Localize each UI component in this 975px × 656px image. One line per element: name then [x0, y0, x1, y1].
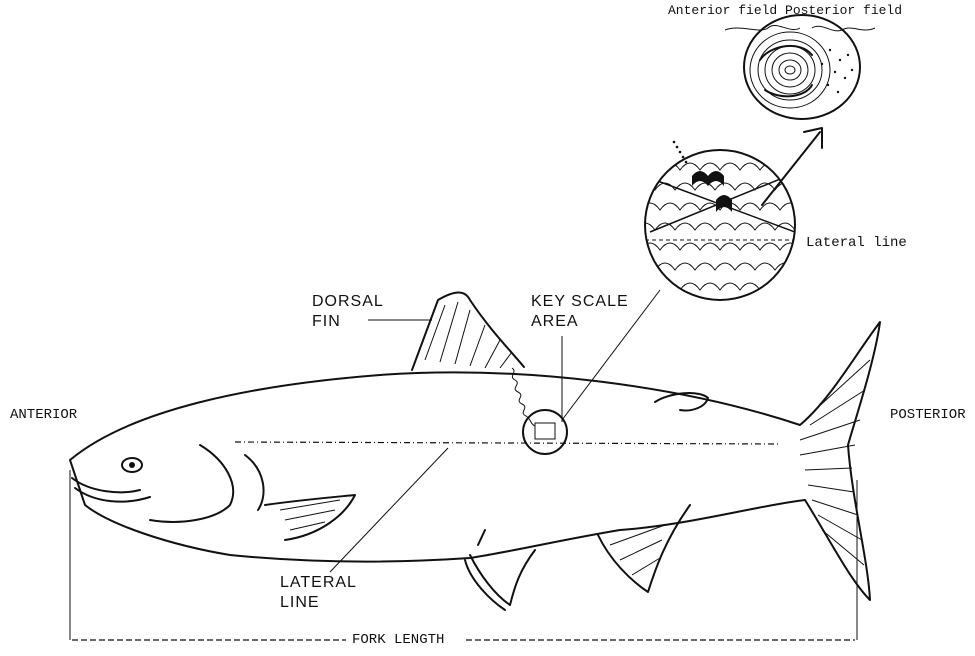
arrow-icon: [762, 128, 822, 205]
dorsal-fin-label-1: DORSAL: [312, 294, 384, 310]
lateral-line-label-1: LATERAL: [280, 575, 357, 591]
pelvic-fin-icon: [470, 550, 535, 605]
fork-length-bracket: [70, 470, 857, 640]
anterior-label: ANTERIOR: [10, 408, 77, 422]
lateral-line: [235, 442, 780, 444]
lateral-line-label-2: LINE: [280, 595, 320, 611]
gill-line: [245, 455, 264, 510]
adipose-fin: [655, 393, 708, 410]
posterior-label: POSTERIOR: [890, 408, 966, 422]
scale-field-header: Anterior field Posterior field: [668, 4, 902, 17]
key-scale-label-2: AREA: [531, 314, 579, 330]
lateral-line-inset-label: Lateral line: [806, 236, 907, 250]
single-scale-icon: [744, 15, 860, 119]
fork-length-label: FORK LENGTH: [352, 633, 444, 647]
key-scale-area-circle: [523, 410, 567, 454]
coil-line: [512, 368, 535, 426]
dorsal-fin-label-2: FIN: [312, 314, 341, 330]
caudal-fin-hatch: [800, 360, 870, 565]
dorsal-fin-hatch: [425, 302, 512, 368]
dotted-pointer: [673, 141, 688, 164]
fish-outline-icon: [70, 322, 880, 600]
key-scale-label-1: KEY SCALE: [531, 294, 629, 310]
pectoral-fin-icon: [265, 495, 355, 540]
gill-cover: [150, 445, 233, 522]
